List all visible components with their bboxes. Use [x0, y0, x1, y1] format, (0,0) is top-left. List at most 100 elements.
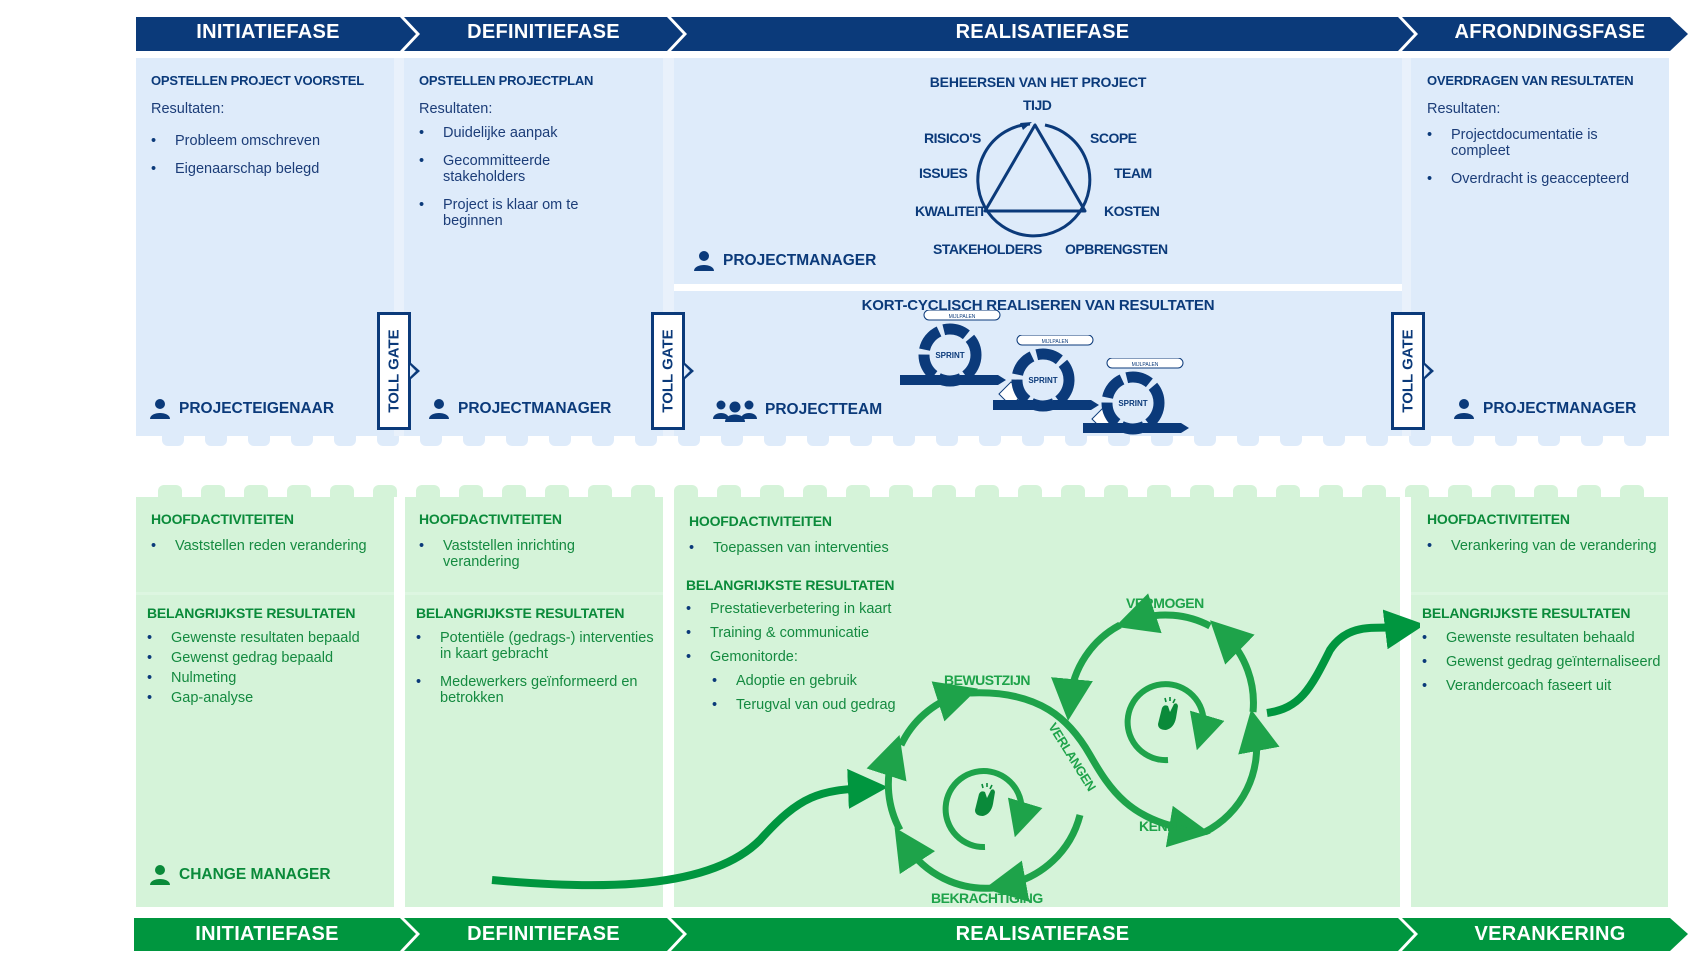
- change-initiatie-results-title: BELANGRIJKSTE RESULTATEN: [147, 605, 356, 621]
- panel-edge-bump: [1362, 485, 1386, 497]
- panel-edge-bump: [248, 436, 270, 446]
- person-icon: [150, 865, 170, 885]
- label-bewustzijn: BEWUSTZIJN: [944, 672, 1031, 688]
- sprint-label: SPRINT: [1028, 376, 1057, 385]
- panel-edge-bump: [674, 485, 698, 497]
- panel-edge-bump: [803, 485, 827, 497]
- bottom-phase-bar: [134, 918, 1688, 951]
- panel-edge-bump: [1366, 436, 1388, 446]
- label-bekrachtiging: BEKRACHTIGING: [931, 890, 1043, 906]
- role-label: CHANGE MANAGER: [179, 866, 331, 883]
- panel-gap: [394, 58, 404, 436]
- outgoing-arrow: [1266, 609, 1420, 717]
- person-icon: [1454, 399, 1474, 419]
- milestone-pill: [1106, 358, 1184, 369]
- list-item: Prestatieverbetering in kaart: [686, 601, 986, 617]
- cycle-arc: [1203, 709, 1280, 836]
- panel-edge-bump: [764, 436, 786, 446]
- list-item: Gewenst gedrag geïnternaliseerd: [1422, 654, 1667, 670]
- triangle-circle-diagram: [976, 122, 1092, 238]
- top-phase-label-initiatie: INITIATIEFASE: [196, 21, 340, 43]
- panel-edge-bump: [1581, 436, 1603, 446]
- panel-edge-bump: [893, 436, 915, 446]
- change-panel-verankering: [1411, 497, 1668, 907]
- list-item: Gewenste resultaten bepaald: [147, 630, 387, 646]
- panel-edge-bump: [291, 436, 313, 446]
- panel-edge-bump: [936, 436, 958, 446]
- kort-cyclisch-title: KORT-CYCLISCH REALISEREN VAN RESULTATEN: [861, 297, 1215, 314]
- panel-edge-bump: [1065, 436, 1087, 446]
- panel-edge-bump: [1620, 485, 1644, 497]
- list-item: Vaststellen inrichting verandering: [419, 538, 639, 570]
- panel-edge-bump: [889, 485, 913, 497]
- list-item: Nulmeting: [147, 670, 387, 686]
- divider: [405, 592, 663, 595]
- clapping-hands-icon: [975, 783, 995, 816]
- panel-edge-bump: [463, 436, 485, 446]
- panel-edge-bump: [1237, 436, 1259, 446]
- panel-edge-bump: [205, 436, 227, 446]
- role-projecteigenaar: PROJECTEIGENAAR: [149, 398, 334, 420]
- group-icon: [713, 400, 757, 422]
- change-realisatie-activities-title: HOOFDACTIVITEITEN: [689, 513, 832, 529]
- label-vermogen: VERMOGEN: [1126, 595, 1204, 611]
- panel-edge-bump: [846, 485, 870, 497]
- change-verankering-results-title: BELANGRIJKSTE RESULTATEN: [1422, 605, 1631, 621]
- panel-edge-bump: [1409, 436, 1431, 446]
- panel-edge-bump: [1147, 485, 1171, 497]
- sprint-ring: [918, 323, 982, 387]
- change-realisatie-sub-results: Adoptie en gebruik Terugval van oud gedr…: [712, 673, 962, 717]
- project-definitie-results-label: Resultaten:: [419, 101, 493, 117]
- panel-edge-bump: [1452, 436, 1474, 446]
- milestone-label: MIJLPALEN: [949, 314, 976, 320]
- change-initiatie-results: Gewenste resultaten bepaald Gewenst gedr…: [147, 630, 387, 710]
- change-initiatie-activities: Vaststellen reden verandering: [151, 538, 381, 562]
- project-afronding-list: Projectdocumentatie is compleet Overdrac…: [1427, 127, 1657, 195]
- change-verankering-results: Gewenste resultaten behaald Gewenst gedr…: [1422, 630, 1667, 702]
- label-risicos: RISICO'S: [924, 130, 981, 146]
- panel-edge-bump: [162, 436, 184, 446]
- panel-edge-bump: [373, 485, 397, 497]
- panel-edge-bump: [377, 436, 399, 446]
- panel-edge-bump: [1448, 485, 1472, 497]
- panel-edge-bump: [1108, 436, 1130, 446]
- milestone-label: MIJLPALEN: [1132, 362, 1159, 368]
- panel-edge-bump: [502, 485, 526, 497]
- change-realisatie-activities: Toepassen van interventies: [689, 540, 1089, 564]
- panel-edge-bump: [201, 485, 225, 497]
- label-team: TEAM: [1114, 165, 1152, 181]
- panel-edge-bump: [1018, 485, 1042, 497]
- panel-edge-bump: [1190, 485, 1214, 497]
- person-icon: [429, 399, 449, 419]
- project-afronding-title: OVERDRAGEN VAN RESULTATEN: [1427, 73, 1634, 88]
- divider: [136, 592, 394, 595]
- toll-gate-3: TOLL GATE: [1391, 312, 1434, 430]
- person-icon: [694, 251, 714, 271]
- label-kwaliteit: KWALITEIT: [915, 203, 986, 219]
- panel-edge-bump: [1280, 436, 1302, 446]
- person-icon: [150, 399, 170, 419]
- panel-edge-bump: [635, 436, 657, 446]
- panel-gap: [1402, 58, 1411, 436]
- role-label: PROJECTTEAM: [765, 401, 883, 418]
- role-label: PROJECTMANAGER: [458, 400, 612, 417]
- cycle-arc: [894, 827, 994, 892]
- list-item: Gewenst gedrag bepaald: [147, 650, 387, 666]
- bottom-phase-label-realisatie: REALISATIEFASE: [955, 923, 1130, 945]
- top-phase-label-definitie: DEFINITIEFASE: [467, 21, 620, 43]
- list-item: Gewenste resultaten behaald: [1422, 630, 1667, 646]
- label-stakeholders: STAKEHOLDERS: [933, 241, 1042, 257]
- change-realisatie-results: Prestatieverbetering in kaart Training &…: [686, 601, 986, 669]
- list-item: Overdracht is geaccepteerd: [1427, 171, 1657, 187]
- list-item: Projectdocumentatie is compleet: [1427, 127, 1657, 159]
- toll-gate-1: TOLL GATE: [377, 312, 420, 430]
- change-verankering-activities-title: HOOFDACTIVITEITEN: [1427, 511, 1570, 527]
- project-panel-realisatie-top: [674, 58, 1402, 284]
- output-arrow: [1053, 400, 1099, 410]
- project-panel-initiatie: [136, 58, 394, 436]
- panel-edge-bump: [1405, 485, 1429, 497]
- sprint-label: SPRINT: [1118, 399, 1147, 408]
- cycle-arc: [866, 735, 907, 832]
- list-item: Adoptie en gebruik: [712, 673, 962, 689]
